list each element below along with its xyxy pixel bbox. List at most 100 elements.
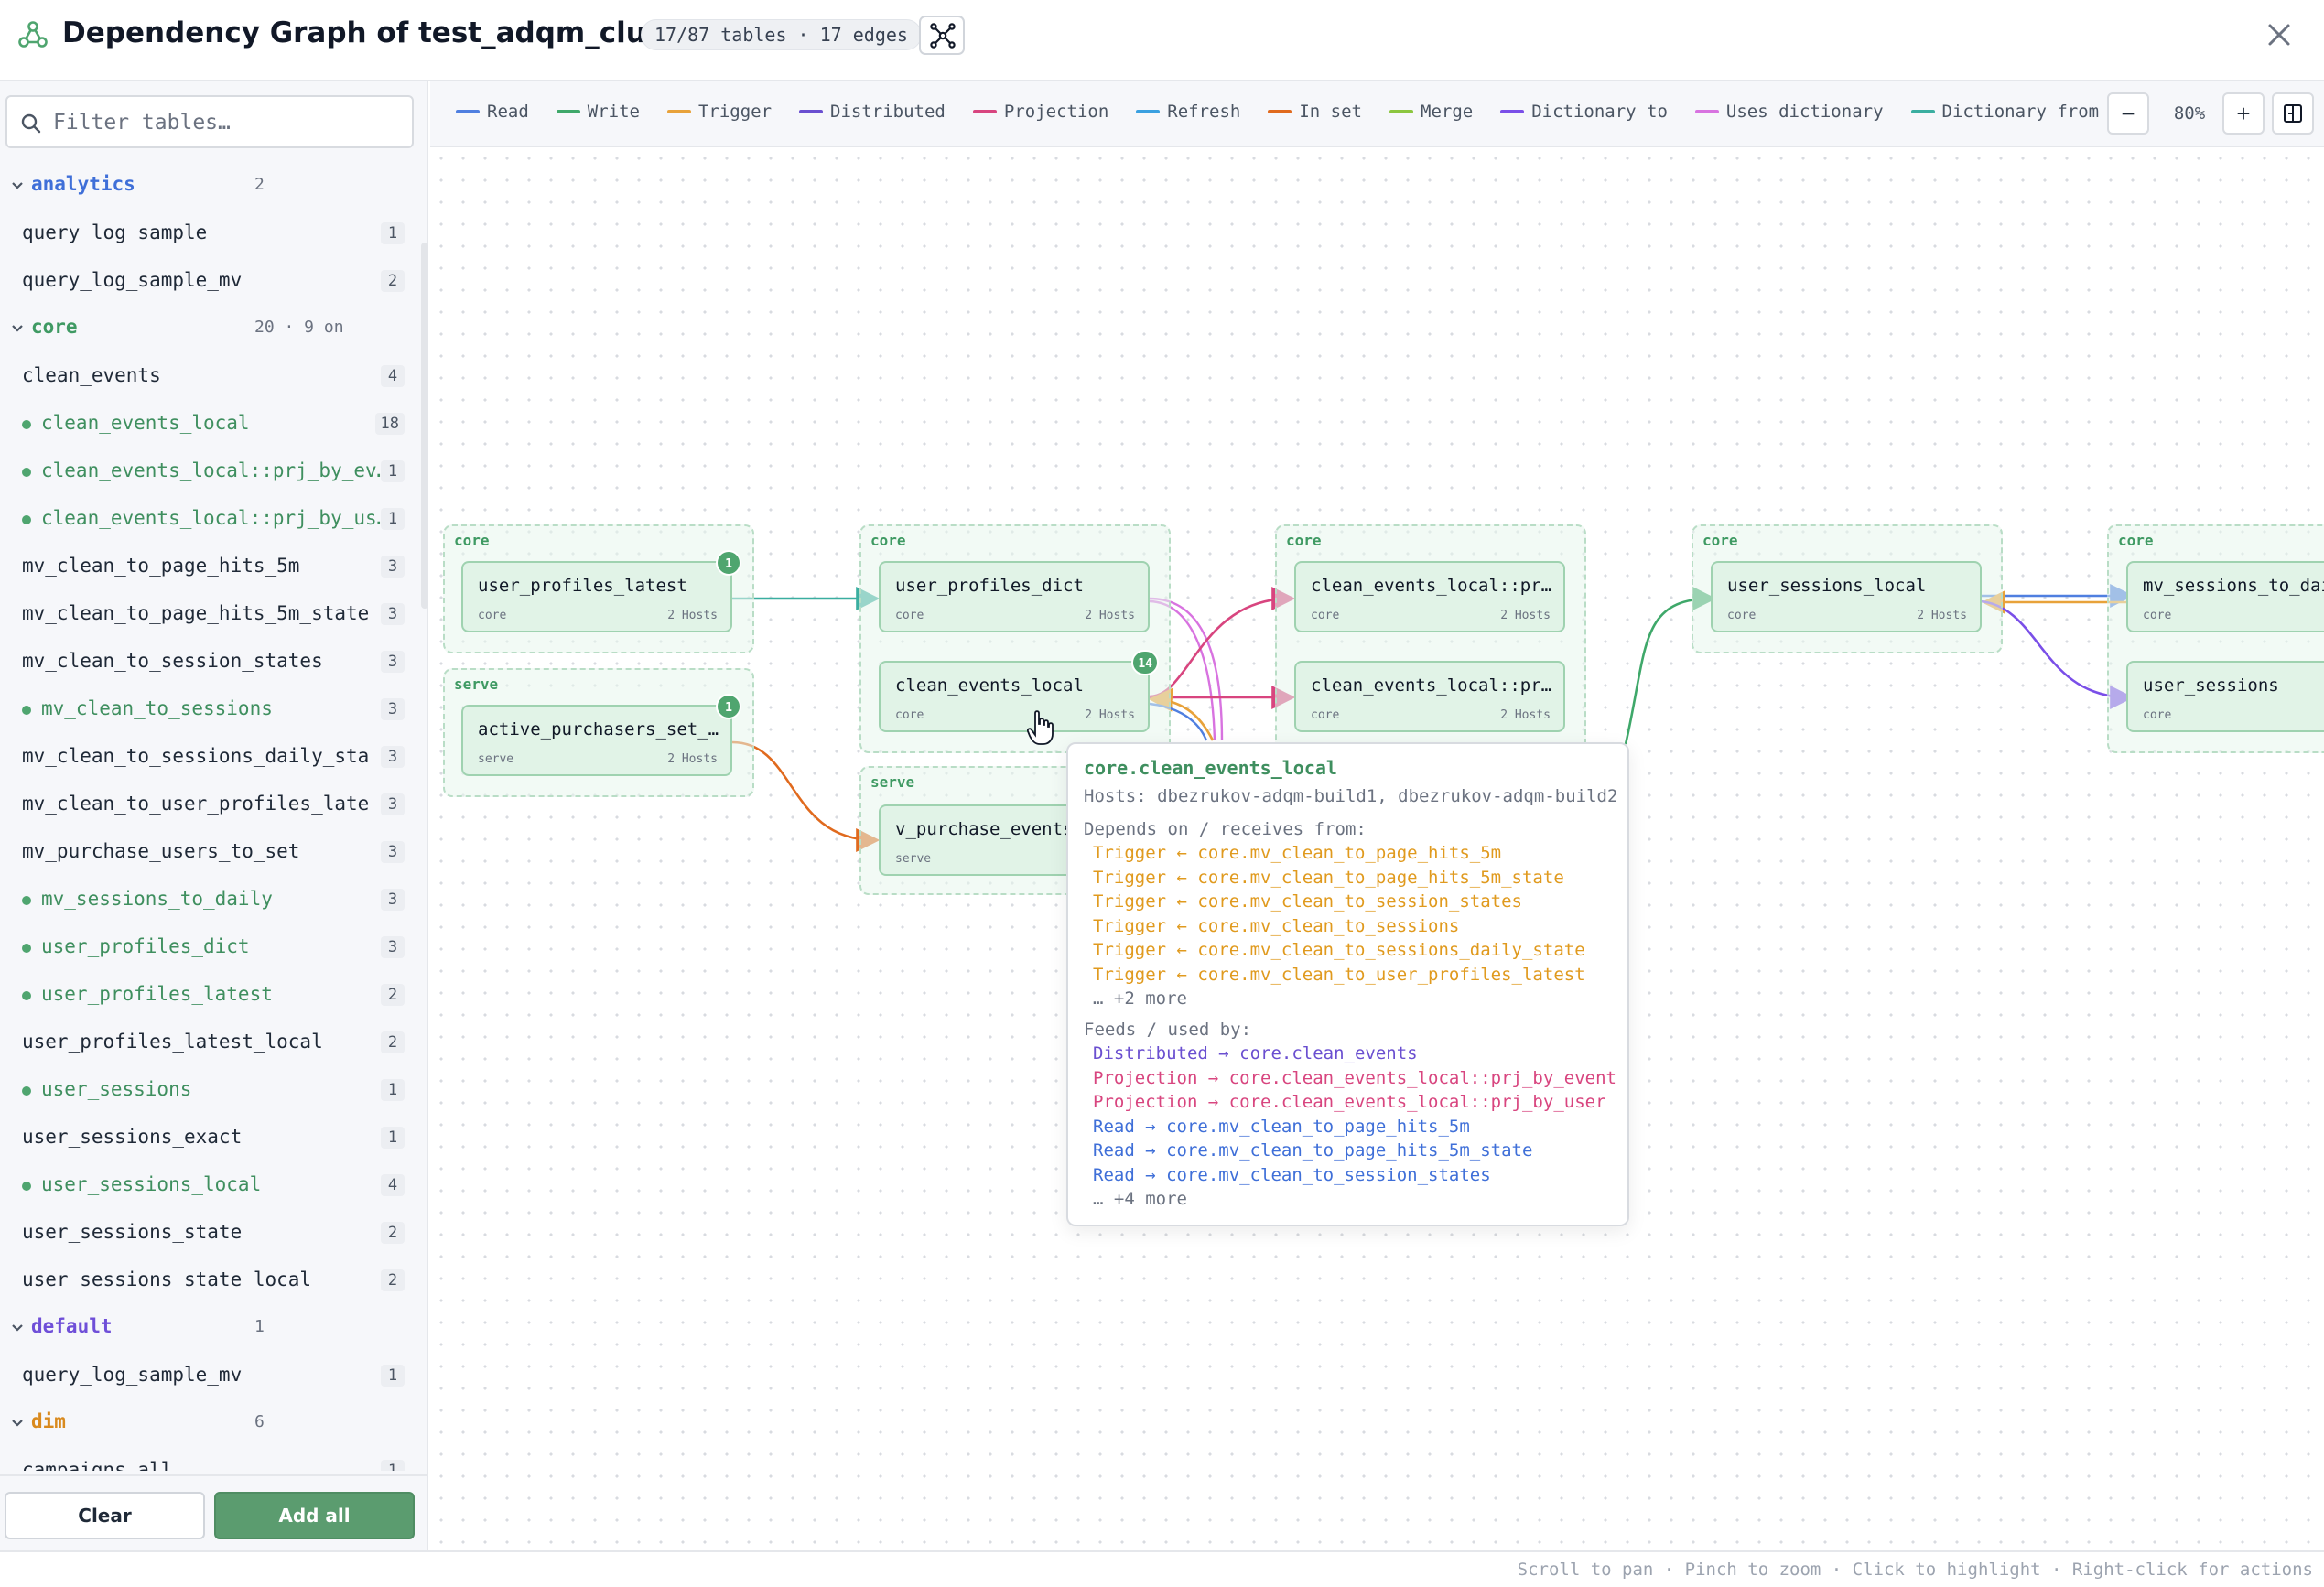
auto-layout-button[interactable] <box>919 16 965 55</box>
group-name: core <box>31 316 78 338</box>
group-title: serve <box>870 773 915 791</box>
graph-logo-icon <box>18 21 48 48</box>
table-edge-count: 3 <box>381 603 405 625</box>
legend-item: Merge <box>1389 102 1473 122</box>
add-all-button[interactable]: Add all <box>214 1492 415 1539</box>
active-dot-icon <box>22 515 31 524</box>
legend-label: Distributed <box>830 102 946 122</box>
table-list-item[interactable]: clean_events_local::prj_by_us…1 <box>0 495 423 543</box>
sidebar-footer: Clear Add all <box>0 1474 427 1550</box>
legend-swatch <box>556 110 580 113</box>
table-name: mv_clean_to_page_hits_5m <box>22 555 300 577</box>
table-edge-count: 3 <box>381 651 405 673</box>
graph-node[interactable]: clean_events_local::pr… core 2 Hosts <box>1294 561 1565 632</box>
schema-group-default[interactable]: default 1 <box>0 1304 423 1352</box>
fit-view-button[interactable] <box>2272 92 2314 135</box>
graph-node[interactable]: user_profiles_dict core 2 Hosts <box>879 561 1150 632</box>
filter-tables-input[interactable] <box>53 106 401 139</box>
node-edge-count-badge: 1 <box>716 694 741 719</box>
node-hosts: 2 Hosts <box>1500 609 1551 622</box>
sidebar-scrollbar[interactable] <box>421 243 428 609</box>
group-count: 6 <box>254 1412 265 1431</box>
graph-node[interactable]: mv_sessions_to_daily core <box>2126 561 2324 632</box>
node-schema: core <box>2143 609 2172 622</box>
group-title: core <box>870 532 906 549</box>
zoom-out-button[interactable]: − <box>2107 92 2149 135</box>
graph-node[interactable]: user_profiles_latest core 2 Hosts 1 <box>461 550 741 632</box>
graph-node-selected[interactable]: clean_events_local core 2 Hosts 14 <box>879 650 1159 732</box>
legend-item: Uses dictionary <box>1694 102 1884 122</box>
close-button[interactable] <box>2261 16 2297 53</box>
legend-label: Merge <box>1421 102 1474 122</box>
graph-edges <box>731 584 2135 852</box>
table-list-item[interactable]: clean_events_local::prj_by_ev…1 <box>0 448 423 495</box>
active-dot-icon <box>22 896 31 905</box>
group-title: core <box>1286 532 1322 549</box>
node-schema: core <box>478 609 507 622</box>
graph-node[interactable]: active_purchasers_set_… serve 2 Hosts 1 <box>461 694 741 776</box>
group-name: default <box>31 1315 113 1337</box>
node-name: clean_events_local::pr… <box>1311 576 1552 596</box>
tooltip-edge-line: Read → core.mv_clean_to_page_hits_5m <box>1093 1116 1470 1137</box>
node-schema: core <box>2143 708 2172 722</box>
tooltip-feeds-header: Feeds / used by: <box>1084 1020 1252 1040</box>
node-hosts: 2 Hosts <box>1085 708 1135 722</box>
hand-cursor-icon <box>1027 710 1054 745</box>
graph-node[interactable]: user_sessions core <box>2126 661 2324 732</box>
clear-button[interactable]: Clear <box>5 1492 205 1539</box>
node-schema: serve <box>478 752 514 766</box>
node-hosts: 2 Hosts <box>1500 708 1551 722</box>
tooltip-hosts: Hosts: dbezrukov-adqm-build1, dbezrukov-… <box>1084 786 1618 806</box>
legend-item: Read <box>456 102 529 122</box>
zoom-in-button[interactable]: + <box>2222 92 2265 135</box>
node-details-tooltip: core.clean_events_local Hosts: dbezrukov… <box>1066 742 1629 1226</box>
node-schema: core <box>895 609 924 622</box>
table-name: clean_events <box>22 364 161 386</box>
graph-node[interactable]: user_sessions_local core 2 Hosts <box>1711 561 1982 632</box>
tooltip-title: core.clean_events_local <box>1084 757 1337 779</box>
node-name: user_sessions <box>2143 675 2279 696</box>
table-name: mv_clean_to_sessions <box>41 697 273 719</box>
close-icon <box>2268 24 2290 46</box>
active-dot-icon <box>22 944 31 953</box>
node-name: mv_sessions_to_daily <box>2143 576 2324 596</box>
node-name: clean_events_local <box>895 675 1084 696</box>
legend-item: Projection <box>972 102 1108 122</box>
tooltip-edge-line: Trigger ← core.mv_clean_to_sessions_dail… <box>1093 940 1585 960</box>
legend-swatch <box>1389 110 1413 113</box>
group-title: core <box>1702 532 1738 549</box>
legend-item: In set <box>1268 102 1362 122</box>
group-title: core <box>454 532 490 549</box>
group-count: 1 <box>254 1317 265 1336</box>
graph-stats-badge: 17/87 tables · 17 edges <box>641 19 922 50</box>
legend-label: Refresh <box>1167 102 1241 122</box>
graph-node[interactable]: clean_events_local::pr… core 2 Hosts <box>1294 661 1565 732</box>
